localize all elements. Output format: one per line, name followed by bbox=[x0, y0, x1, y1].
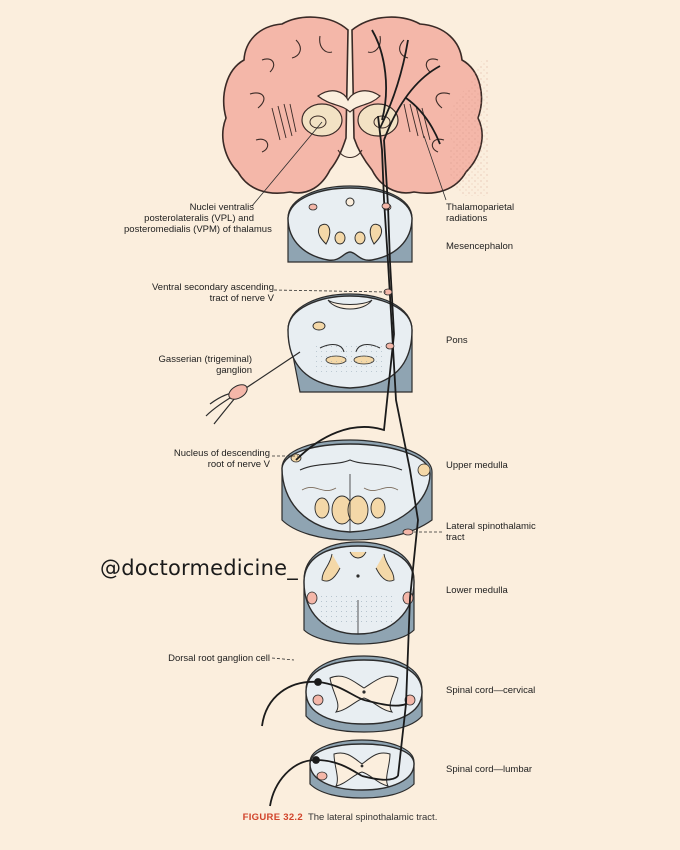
label-upper-medulla: Upper medulla bbox=[446, 460, 508, 471]
label-thalamoparietal: Thalamoparietal radiations bbox=[446, 202, 515, 224]
trigeminal-nerve bbox=[205, 351, 301, 425]
label-nucleus-descending: Nucleus of descending root of nerve V bbox=[173, 448, 270, 470]
label-dorsal-root: Dorsal root ganglion cell bbox=[168, 653, 270, 664]
label-mesencephalon: Mesencephalon bbox=[446, 241, 514, 252]
label-spinal-lumbar: Spinal cord—lumbar bbox=[446, 764, 533, 775]
label-gasserian: Gasserian (trigeminal) ganglion bbox=[158, 354, 252, 376]
cerebrum-section bbox=[222, 16, 488, 196]
label-vpl-vpm: Nuclei ventralis posterolateralis (VPL) … bbox=[124, 202, 272, 235]
label-ventral-secondary: Ventral secondary ascending tract of ner… bbox=[152, 282, 274, 304]
pons-section bbox=[287, 293, 413, 393]
label-lower-medulla: Lower medulla bbox=[446, 585, 508, 596]
figure-number: FIGURE 32.2 bbox=[242, 812, 303, 823]
label-spinal-cervical: Spinal cord—cervical bbox=[446, 685, 536, 696]
spinal-lumbar-section bbox=[309, 739, 415, 799]
figure-caption: FIGURE 32.2 The lateral spinothalamic tra… bbox=[0, 812, 680, 823]
leader-lines bbox=[251, 121, 447, 661]
upper-medulla-section bbox=[281, 439, 433, 541]
dorsal-root-fibers bbox=[261, 678, 365, 807]
mesencephalon-section bbox=[287, 185, 413, 263]
watermark: @doctormedicine_ bbox=[100, 556, 298, 580]
ascending-tracts bbox=[295, 29, 441, 781]
figure-caption-text: The lateral spinothalamic tract. bbox=[307, 812, 438, 823]
label-lateral-spinothalamic: Lateral spinothalamic tract bbox=[446, 521, 536, 543]
left-hemisphere bbox=[222, 16, 349, 194]
lower-medulla-section bbox=[303, 541, 415, 645]
label-pons: Pons bbox=[446, 335, 468, 346]
